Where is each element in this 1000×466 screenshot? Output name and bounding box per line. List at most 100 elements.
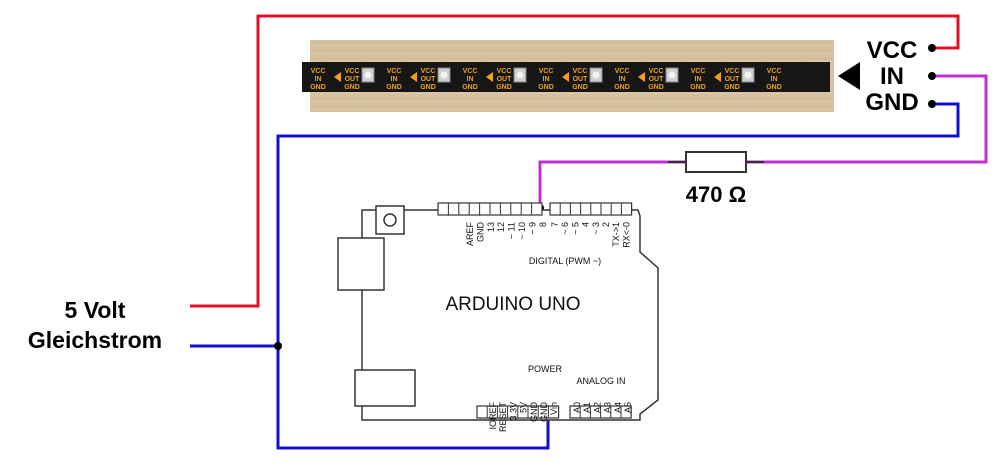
- strip-pad-label: VCC: [497, 68, 512, 75]
- strip-pad-label: OUT: [421, 76, 437, 83]
- strip-pad-label: IN: [391, 76, 398, 83]
- strip-arrow: [638, 72, 645, 82]
- digital-pin-label: ~ 9: [527, 222, 537, 235]
- digital-label: DIGITAL (PWM ~): [529, 256, 601, 266]
- strip-pad-label: VCC: [725, 68, 740, 75]
- power-pin-label: GND: [539, 402, 549, 423]
- digital-pin-label: 12: [496, 222, 506, 232]
- strip-pad-label: IN: [619, 76, 626, 83]
- strip-pad-label: OUT: [649, 76, 665, 83]
- gnd-terminal: [928, 100, 936, 108]
- analog-pin-label: A4: [613, 402, 623, 413]
- led-lens: [364, 71, 372, 79]
- digital-pin-label: AREF: [465, 222, 475, 247]
- digital-pin-label: GND: [475, 222, 485, 243]
- strip-pad-label: VCC: [311, 68, 326, 75]
- gnd-junction: [274, 342, 282, 350]
- power-pin-label: Vin: [549, 402, 559, 415]
- strip-pad-label: GND: [538, 84, 554, 91]
- analog-pin-label: A3: [603, 402, 613, 413]
- strip-pad-label: GND: [648, 84, 664, 91]
- gnd-wire-strip: [190, 102, 960, 348]
- digital-pin-label: RX<-0: [621, 222, 631, 248]
- strip-pad-label: IN: [315, 76, 322, 83]
- power-header: [476, 405, 560, 419]
- resistor: [668, 151, 764, 173]
- arduino-title: ARDUINO UNO: [445, 294, 580, 315]
- digital-pin-label: TX->1: [611, 222, 621, 247]
- strip-pad-label: IN: [543, 76, 550, 83]
- strip-pad-label: OUT: [345, 76, 361, 83]
- gnd-label: GND: [865, 89, 918, 116]
- in-label: IN: [880, 63, 904, 90]
- strip-pad-label: VCC: [421, 68, 436, 75]
- strip-pad-label: GND: [420, 84, 436, 91]
- power-pin-label: RESET: [498, 402, 508, 433]
- usb-port: [337, 237, 385, 291]
- strip-pad-label: OUT: [573, 76, 589, 83]
- strip-pad-label: GND: [310, 84, 326, 91]
- analog-pin-label: A5: [623, 402, 633, 413]
- strip-pad-label: VCC: [463, 68, 478, 75]
- strip-pad-label: IN: [771, 76, 778, 83]
- gnd-wire-arduino: [276, 346, 550, 450]
- led-strip-photo: VCCINGNDVCCOUTGNDVCCINGNDVCCOUTGNDVCCING…: [302, 40, 834, 112]
- strip-pad-label: VCC: [345, 68, 360, 75]
- digital-pin-label: 4: [581, 222, 591, 227]
- digital-pin-label: ~ 6: [560, 222, 570, 235]
- strip-pad-label: IN: [695, 76, 702, 83]
- strip-pad-label: OUT: [497, 76, 513, 83]
- strip-direction-arrow: [838, 62, 860, 90]
- strip-pad-label: VCC: [767, 68, 782, 75]
- strip-pad-label: GND: [496, 84, 512, 91]
- led-lens: [592, 71, 600, 79]
- strip-pad-label: OUT: [725, 76, 741, 83]
- digital-pin-label: 2: [601, 222, 611, 227]
- vcc-terminal: [928, 44, 936, 52]
- digital-pin-label: 8: [538, 222, 548, 227]
- led-lens: [744, 71, 752, 79]
- digital-pin-label: ~ 10: [517, 222, 527, 240]
- strip-pad-label: VCC: [691, 68, 706, 75]
- power-label-line2: Gleichstrom: [28, 327, 162, 353]
- led-lens: [668, 71, 676, 79]
- data-wire-arduino: [538, 160, 686, 208]
- strip-pad-label: GND: [614, 84, 630, 91]
- resistor-body: [685, 151, 747, 173]
- power-pin-label: 3.3V: [508, 402, 518, 421]
- digital-pin-label: 7: [550, 222, 560, 227]
- strip-pad-label: GND: [572, 84, 588, 91]
- strip-pad-label: VCC: [573, 68, 588, 75]
- analog-pin-label: A2: [592, 402, 602, 413]
- strip-pad-label: GND: [462, 84, 478, 91]
- digital-pin-label: 13: [486, 222, 496, 232]
- digital-pin-label: ~ 3: [591, 222, 601, 235]
- strip-pad-label: GND: [766, 84, 782, 91]
- analog-header: [569, 405, 632, 419]
- strip-arrow: [410, 72, 417, 82]
- analog-pin-label: A0: [572, 402, 582, 413]
- power-pin-label: IOREF: [488, 402, 498, 430]
- strip-pad-label: GND: [386, 84, 402, 91]
- strip-pad-label: GND: [724, 84, 740, 91]
- strip-pad-label: IN: [467, 76, 474, 83]
- strip-pad-label: GND: [690, 84, 706, 91]
- digital-header-right: [549, 202, 633, 216]
- led-lens: [440, 71, 448, 79]
- in-terminal: [928, 72, 936, 80]
- board-outline: [361, 209, 659, 421]
- strip-pad-label: GND: [344, 84, 360, 91]
- vcc-wire: [190, 14, 960, 308]
- power-header-label: POWER: [528, 364, 563, 374]
- strip-arrow: [714, 72, 721, 82]
- digital-pin-label: ~ 5: [570, 222, 580, 235]
- strip-arrow: [334, 72, 341, 82]
- power-label-line1: 5 Volt: [65, 297, 126, 323]
- strip-arrow: [562, 72, 569, 82]
- power-pin-label: GND: [529, 402, 539, 423]
